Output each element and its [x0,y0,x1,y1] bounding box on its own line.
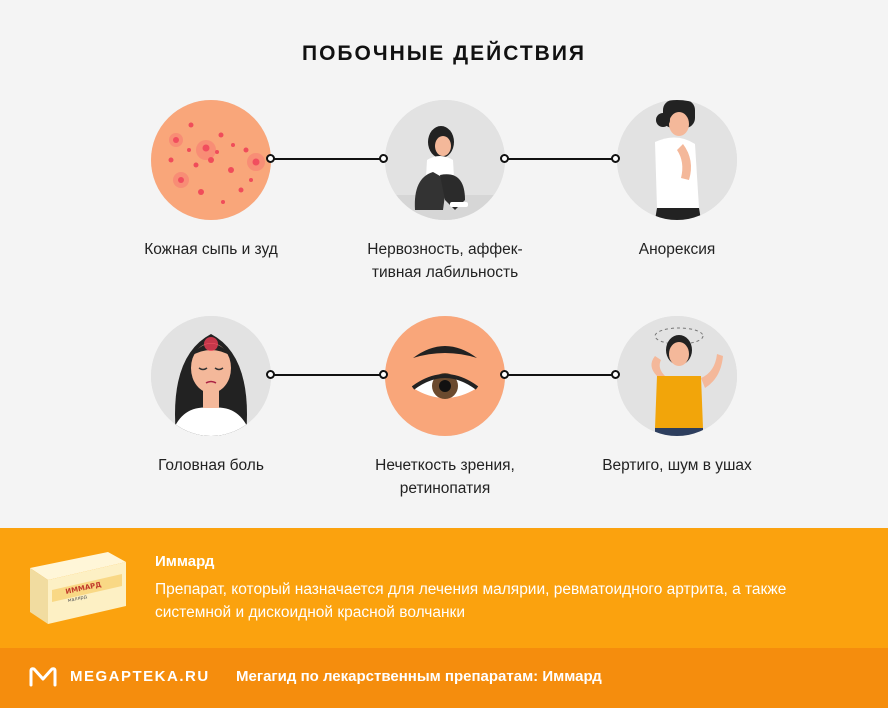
connector-dot [379,154,388,163]
connector-line [271,374,383,376]
connector-dot [379,370,388,379]
drug-name: Иммард [155,553,215,570]
side-effects-panel: ПОБОЧНЫЕ ДЕЙСТВИЯ [144,42,752,497]
page-title: ПОБОЧНЫЕ ДЕЙСТВИЯ [301,42,587,65]
megapteka-logo-icon[interactable] [28,665,58,694]
effect-label: Анорексия [638,241,716,258]
connector-dot [500,154,509,163]
headache-woman-icon [151,316,271,436]
connector-dot [500,370,509,379]
connector-line [271,158,383,160]
anorexia-woman-icon [617,100,737,220]
effect-label: Кожная сыпь и зуд [144,241,278,258]
connector-line [505,158,615,160]
nervous-woman-icon [385,100,505,220]
skin-rash-icon [151,100,271,220]
connector-dot [611,154,620,163]
connector-line [505,374,615,376]
connector-dot [611,370,620,379]
brand-name[interactable]: MEGAPTEKA.RU [70,668,210,685]
footer: MEGAPTEKA.RU Мегагид по лекарственным пр… [0,648,888,708]
effect-label: Нечеткость зрения, ретинопатия [375,457,515,497]
footer-caption: Мегагид по лекарственным препаратам: Имм… [236,668,602,685]
drug-info-banner: ИММАРД малярд Иммард Препарат, который н… [0,528,888,648]
effect-label: Нервозность, аффек- тивная лабильность [367,241,523,281]
drug-description: Препарат, который назначается для лечени… [155,581,787,621]
package-sub-text: малярд [67,594,88,604]
eye-icon [385,316,505,436]
connector-dot [266,370,275,379]
effect-label: Головная боль [158,457,264,474]
dizzy-woman-icon [617,316,737,436]
drug-package-image: ИММАРД малярд [30,550,130,635]
connector-dot [266,154,275,163]
effect-label: Вертиго, шум в ушах [602,457,752,474]
